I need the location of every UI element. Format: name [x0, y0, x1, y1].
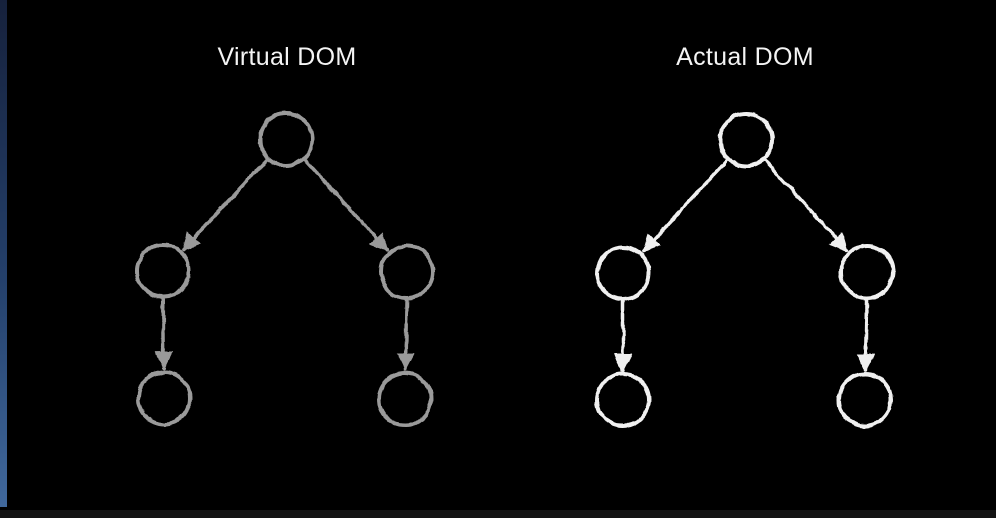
- tree-node-right-child: [839, 244, 895, 300]
- tree-node-right-child: [379, 244, 435, 300]
- tree-node-right-leaf: [377, 371, 433, 427]
- tree-edge-left-child-to-left-leaf: [154, 297, 173, 371]
- tree-node-root: [718, 112, 774, 168]
- tree-edge-root-to-left-child: [181, 157, 269, 251]
- actual-dom-tree: [595, 112, 895, 428]
- left-edge-strip: [0, 0, 7, 507]
- tree-node-root: [258, 111, 314, 167]
- tree-node-left-leaf: [595, 372, 651, 428]
- tree-edge-root-to-left-child: [641, 158, 729, 253]
- tree-node-left-child: [595, 245, 651, 301]
- bottom-strip: [0, 510, 996, 518]
- tree-node-left-child: [135, 243, 191, 299]
- tree-edge-right-child-to-right-leaf: [396, 298, 415, 372]
- tree-edge-right-child-to-right-leaf: [856, 298, 875, 373]
- virtual-dom-label: Virtual DOM: [217, 43, 357, 71]
- tree-edge-root-to-right-child: [303, 157, 389, 252]
- actual-dom-label: Actual DOM: [676, 43, 814, 71]
- tree-node-left-leaf: [136, 370, 192, 426]
- tree-edge-root-to-right-child: [763, 158, 849, 252]
- virtual-dom-tree: [135, 111, 435, 427]
- tree-node-right-leaf: [837, 372, 893, 428]
